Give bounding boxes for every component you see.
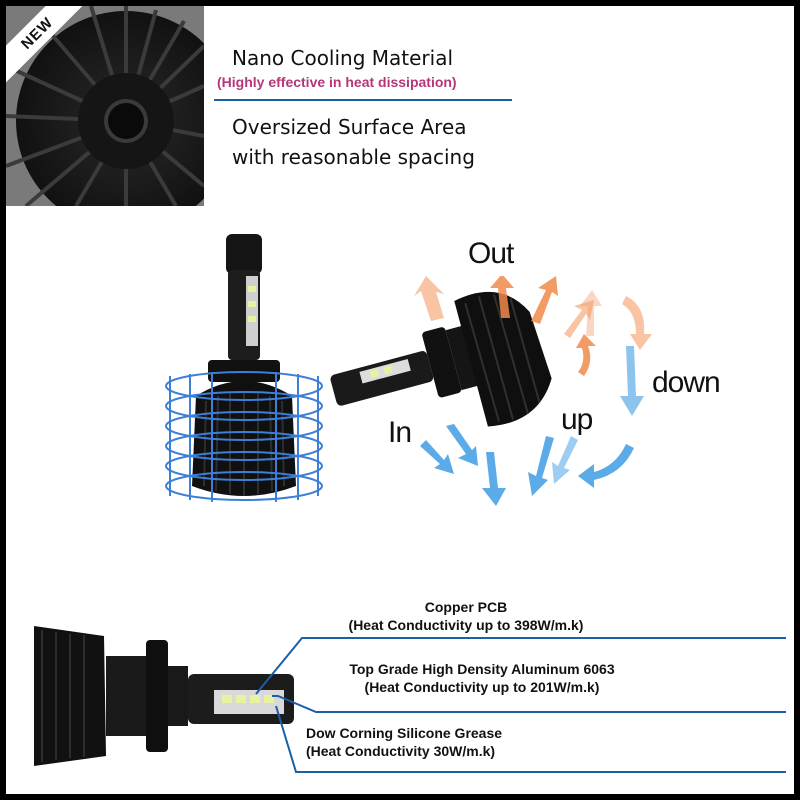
spec-silicone-grease-detail: (Heat Conductivity 30W/m.k) [306, 743, 496, 759]
heatsink-closeup-image: NEW [6, 6, 204, 206]
spec-aluminum: Top Grade High Density Aluminum 6063 (He… [314, 660, 650, 696]
surface-area-text: Oversized Surface Area with reasonable s… [232, 112, 475, 172]
spec-copper-pcb-name: Copper PCB [424, 599, 508, 615]
surface-area-line2: with reasonable spacing [232, 145, 475, 169]
surface-area-line1: Oversized Surface Area [232, 115, 467, 139]
spec-copper-pcb: Copper PCB (Heat Conductivity up to 398W… [306, 598, 626, 634]
airflow-down-label: down [652, 366, 721, 399]
heatsink-fins-illustration [6, 6, 204, 206]
nano-cooling-subtitle: (Highly effective in heat dissipation) [217, 74, 457, 90]
nano-cooling-title: Nano Cooling Material [232, 46, 454, 70]
airflow-in-label: In [388, 416, 412, 449]
airflow-out-label: Out [468, 237, 514, 270]
vertical-bulb-airflow-illustration [165, 234, 323, 502]
product-infographic: NEW Nano Cooling Material (Highly effect… [6, 6, 794, 794]
airflow-up-label: up [561, 403, 593, 436]
spec-copper-pcb-detail: (Heat Conductivity up to 398W/m.k) [348, 617, 584, 633]
horizontal-bulb-airflow-illustration [330, 276, 652, 506]
spec-aluminum-name: Top Grade High Density Aluminum 6063 [349, 661, 615, 677]
bulb-side-view-illustration [34, 626, 294, 766]
spec-callout-lines [255, 637, 786, 773]
spec-aluminum-detail: (Heat Conductivity up to 201W/m.k) [364, 679, 600, 695]
callout-divider [214, 99, 512, 101]
spec-silicone-grease-name: Dow Corning Silicone Grease [306, 725, 503, 741]
spec-silicone-grease: Dow Corning Silicone Grease (Heat Conduc… [306, 724, 566, 760]
